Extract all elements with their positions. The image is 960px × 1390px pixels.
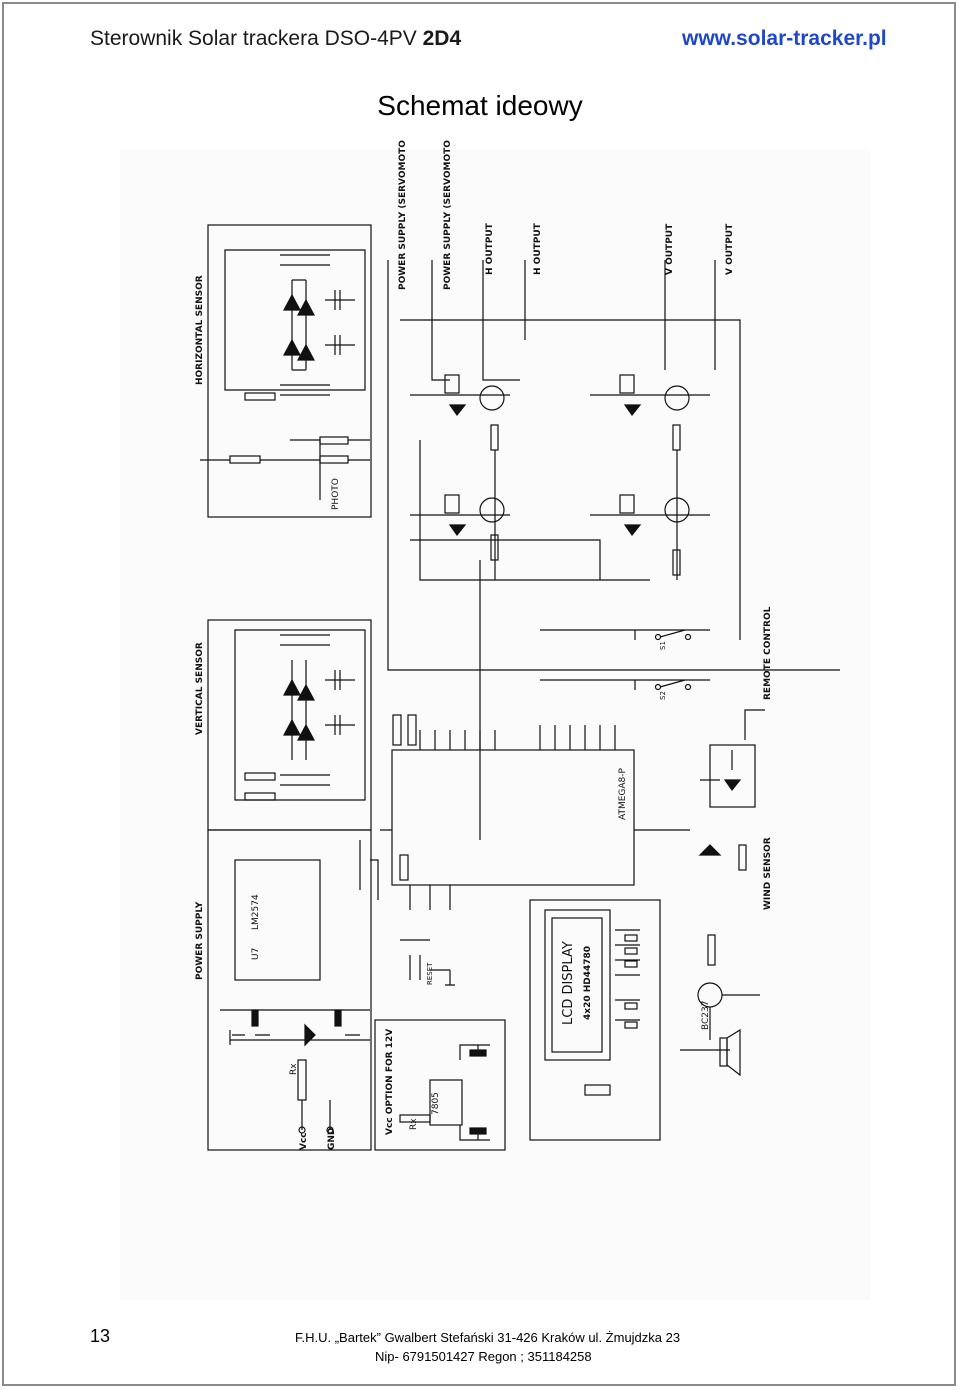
label-wind-sensor: WIND SENSOR [763,837,773,910]
vcc-option-box [374,1019,506,1151]
lcd-module-box [529,899,661,1141]
footer-tax-ids: Nip- 6791501427 Regon ; 351184258 [375,1349,592,1364]
label-7805: 7805 [431,1092,441,1115]
page-number: 13 [90,1326,111,1346]
label-s1: S1 [659,641,667,650]
horizontal-sensor-box [207,224,372,518]
header-document-title: Sterownik Solar trackera DSO-4PV 2D4 [90,27,462,50]
label-v-output-1: V OUTPUT [665,223,675,275]
label-ps-servo-1: POWER SUPPLY (SERVOMOTOR) [398,140,408,290]
label-mcu: ATMEGA8-P [618,767,628,820]
label-regulator: LM2574 [251,894,261,930]
label-vertical-sensor: VERTICAL SENSOR [195,642,205,735]
power-supply-box [207,829,372,1151]
label-rx-2: Rx [409,1118,419,1130]
label-ps-servo-2: POWER SUPPLY (SERVOMOTOR) [443,140,453,290]
page-title: Schemat ideowy [377,90,583,121]
footer-company-address: F.H.U. „Bartek” Gwalbert Stefański 31-42… [295,1330,681,1345]
label-horizontal-sensor: HORIZONTAL SENSOR [195,275,205,385]
label-lcd-model: 4x20 HD44780 [583,946,593,1020]
label-vcc-option: Vcc OPTION FOR 12V [385,1029,395,1135]
label-gnd-terminal: GND [327,1128,337,1150]
label-bc237: BC237 [701,1001,711,1030]
label-photo: PHOTO [331,478,341,510]
label-lcd: LCD DISPLAY [561,941,576,1025]
label-h-output-1: H OUTPUT [485,222,495,275]
header-website-url[interactable]: www.solar-tracker.pl [682,27,887,50]
label-remote-control: REMOTE CONTROL [763,606,773,700]
label-rx-1: Rx [289,1063,299,1075]
label-s2: S2 [659,691,667,700]
atmega8-chip [391,749,635,886]
label-v-output-2: V OUTPUT [725,223,735,275]
schematic-diagram: HORIZONTAL SENSOR VERTICAL SENSOR POWER … [120,140,870,1300]
label-reset: RESET [426,962,434,985]
label-vcc-terminal: Vcc [299,1132,309,1150]
label-power-supply: POWER SUPPLY [195,901,205,980]
label-regulator-u: U7 [251,948,261,960]
label-h-output-2: H OUTPUT [533,222,543,275]
